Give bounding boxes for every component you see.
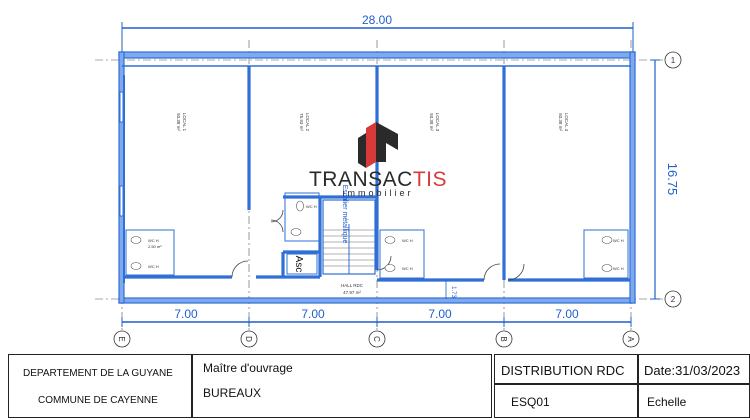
hall-depth-dimension: 1.73 <box>445 280 456 299</box>
grid-axis-B-label: B <box>499 336 508 341</box>
commune-label: COMMUNE DE CAYENNE <box>38 395 158 406</box>
owner-label: Maître d'ouvrage <box>203 361 293 375</box>
metal-staircase: Escalier métallique <box>322 185 376 275</box>
drawing-ref: ESQ01 <box>511 395 550 409</box>
wc-label: WC H <box>148 264 159 269</box>
grid-axis-A-label: A <box>626 336 635 342</box>
wc-label: WC H <box>148 238 159 243</box>
room-1-area: 93.38 m² <box>176 113 181 131</box>
bay-width-label: 7.00 <box>174 307 198 321</box>
hall-label-group: HALL RDC 47.97 m² <box>341 283 364 295</box>
wc-blocks <box>125 192 629 279</box>
overall-depth-dimension: 16.75 <box>650 59 680 300</box>
date-cell: Date:31/03/2023 <box>638 354 750 384</box>
partition-walls <box>124 66 630 282</box>
room-3-name: LOCAL 3 <box>435 113 440 132</box>
bay-dimension-chain: 7.00 7.00 7.00 7.00 <box>121 307 632 327</box>
overall-width-label: 28.00 <box>362 13 392 27</box>
overall-width-dimension: 28.00 <box>121 13 634 60</box>
elevator: Asc <box>286 253 318 275</box>
grid-row-1: 1 <box>664 51 682 69</box>
drawing-date: Date:31/03/2023 <box>644 363 741 378</box>
grid-axis-C-label: C <box>372 336 381 342</box>
drawing-title: DISTRIBUTION RDC <box>501 363 625 378</box>
grid-axis-B: B <box>495 330 513 348</box>
bay-width-label: 7.00 <box>301 307 325 321</box>
logo-wordmark: TRANSACTIS <box>309 168 447 191</box>
grid-axis-A: A <box>622 330 640 348</box>
title-block-location: DEPARTEMENT DE LA GUYANE COMMUNE DE CAYE… <box>8 354 192 418</box>
stair-label: Escalier métallique <box>341 185 348 244</box>
bay-width-label: 7.00 <box>428 307 452 321</box>
department-label: DEPARTEMENT DE LA GUYANE <box>23 368 173 379</box>
room-2-area: 75.93 m² <box>299 113 304 131</box>
grid-axis-E-label: E <box>117 336 126 341</box>
bay-width-label: 7.00 <box>555 307 579 321</box>
hall-area: 47.97 m² <box>343 290 361 295</box>
elevator-label: Asc <box>293 256 304 273</box>
exterior-walls <box>118 51 636 304</box>
room-3-area: 93.38 m² <box>429 113 434 131</box>
room-4-area: 93.38 m² <box>558 113 563 131</box>
scale-cell: Echelle <box>638 384 750 418</box>
wc-label: WC H <box>402 238 413 243</box>
logo-word-dark: TRANSAC <box>309 168 413 191</box>
hall-depth-label: 1.73 <box>450 286 456 298</box>
grid-row-2: 2 <box>664 290 682 308</box>
grid-axis-D: D <box>240 330 258 348</box>
room-2-name: LOCAL 2 <box>305 113 310 132</box>
wc-label: WC H <box>613 266 624 271</box>
room-1-name: LOCAL 1 <box>182 113 187 132</box>
room-4-name: LOCAL 4 <box>564 113 569 132</box>
transactis-logo: TRANSACTIS immobilier <box>309 122 447 198</box>
owner-value: BUREAUX <box>203 386 262 400</box>
grid-axis-E: E <box>113 330 131 348</box>
grid-row-1-label: 1 <box>671 56 676 65</box>
logo-word-red: TIS <box>413 168 447 191</box>
overall-depth-label: 16.75 <box>665 163 680 196</box>
floor-plan: 28.00 1 2 16.75 <box>95 13 682 348</box>
drawing-ref-cell: ESQ01 <box>494 384 638 418</box>
wc-area: 2.50 m² <box>148 244 162 249</box>
title-block-owner: Maître d'ouvrage BUREAUX <box>192 354 492 418</box>
drawing-title-cell: DISTRIBUTION RDC <box>494 354 638 384</box>
wc-label: WC H <box>402 266 413 271</box>
grid-axis-C: C <box>368 330 386 348</box>
scale-label: Echelle <box>647 395 687 409</box>
title-block: DEPARTEMENT DE LA GUYANE COMMUNE DE CAYE… <box>0 354 750 420</box>
grid-row-2-label: 2 <box>671 295 676 304</box>
wc-label: WC H <box>613 238 624 243</box>
logo-subtitle: immobilier <box>342 188 413 198</box>
wc-label: WC H <box>306 204 317 209</box>
hall-label: HALL RDC <box>341 283 364 288</box>
grid-axis-D-label: D <box>244 336 253 342</box>
